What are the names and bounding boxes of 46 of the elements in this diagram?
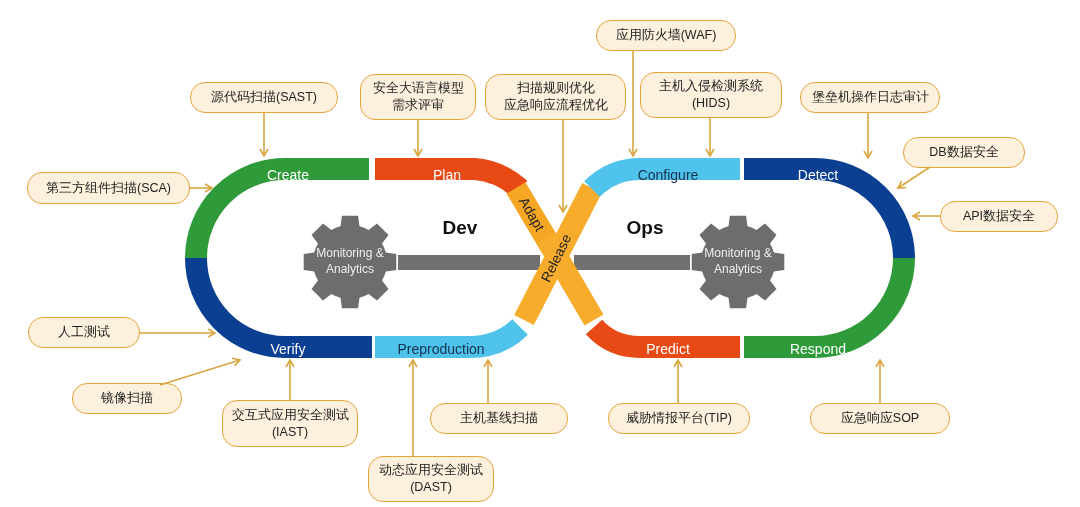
arrow — [159, 357, 241, 386]
arrow — [408, 359, 418, 457]
arrow — [285, 359, 295, 401]
arrow — [139, 328, 216, 338]
callout-box: 第三方组件扫描(SCA) — [27, 172, 190, 204]
arrow — [863, 112, 873, 159]
callout-box: 应用防火墙(WAF) — [596, 20, 736, 51]
arrow — [413, 119, 423, 157]
stage-label: Predict — [646, 341, 690, 357]
callout-box: DB数据安全 — [903, 137, 1025, 168]
arrow — [673, 359, 683, 404]
gear-arm — [574, 255, 690, 270]
stage-label: Detect — [797, 167, 839, 183]
arrow — [259, 112, 269, 157]
gear-label: Monitoring & Analytics — [315, 246, 385, 278]
arrow — [912, 211, 941, 221]
stage-label: Create — [267, 167, 309, 183]
callout-box: 交互式应用安全测试(IAST) — [222, 400, 358, 447]
callout-box: 动态应用安全测试(DAST) — [368, 456, 494, 502]
gear-arm — [398, 255, 540, 270]
loop-label: Ops — [626, 217, 664, 239]
loop-label: Dev — [442, 217, 478, 239]
stage-label: Respond — [790, 341, 846, 357]
callout-box: 安全大语言模型需求评审 — [360, 74, 476, 120]
callout-box: API数据安全 — [940, 201, 1058, 232]
stage-label: Configure — [637, 167, 699, 183]
callout-box: 镜像扫描 — [72, 383, 182, 414]
callout-box: 主机入侵检测系统(HIDS) — [640, 72, 782, 118]
callout-box: 人工测试 — [28, 317, 140, 348]
callout-box: 扫描规则优化 应急响应流程优化 — [485, 74, 626, 120]
arrow — [897, 166, 931, 189]
stage-label: Plan — [433, 167, 461, 183]
stage-label: Preproduction — [397, 341, 485, 357]
arrow — [628, 50, 638, 157]
arrow — [189, 183, 213, 193]
gear-label: Monitoring & Analytics — [703, 246, 773, 278]
arrow — [875, 359, 885, 404]
callout-box: 源代码扫描(SAST) — [190, 82, 338, 113]
callout-box: 威胁情报平台(TIP) — [608, 403, 750, 434]
callout-box: 应急响应SOP — [810, 403, 950, 434]
stage-label: Verify — [270, 341, 306, 357]
callout-box: 堡垒机操作日志审计 — [800, 82, 940, 113]
arrow — [705, 117, 715, 157]
arrow — [558, 119, 568, 213]
callout-box: 主机基线扫描 — [430, 403, 568, 434]
arrow — [483, 359, 493, 404]
